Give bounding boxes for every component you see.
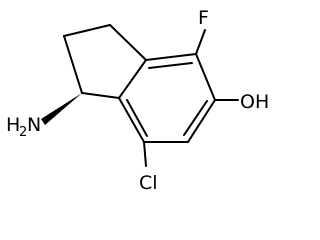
atom-label-amine-h: H	[6, 114, 20, 136]
bond-c7-c7a	[118, 97, 145, 143]
bond-c2-c1	[63, 35, 83, 94]
bond-c2-c3	[63, 24, 111, 37]
bond-c1-c7a	[81, 92, 120, 99]
atom-label-chlorine: Cl	[139, 172, 158, 194]
structure-canvas: F OH Cl H 2 N	[6, 7, 270, 194]
bond-c5-c6	[187, 99, 216, 143]
atom-label-amine-subscript: 2	[19, 125, 27, 140]
atom-label-hydroxyl: OH	[240, 91, 269, 113]
double-bond-c5-c6-inner	[183, 100, 208, 136]
double-bond-c3a-c4-inner	[148, 62, 193, 69]
bond-c7a-c3a	[118, 59, 147, 99]
atom-label-amine-n: N	[27, 114, 41, 136]
chemical-structure-diagram: F OH Cl H 2 N	[6, 7, 269, 194]
bond-c4-c5	[195, 53, 216, 101]
bond-c3-c3a	[109, 24, 147, 61]
bond-c3a-c4	[145, 53, 197, 61]
double-bond-c7-c7a-inner	[126, 99, 148, 137]
stereo-wedge-bond	[41, 93, 82, 125]
bond-c4-f	[195, 29, 206, 55]
atom-label-fluorine: F	[198, 7, 209, 29]
bond-c7-cl	[143, 141, 147, 167]
